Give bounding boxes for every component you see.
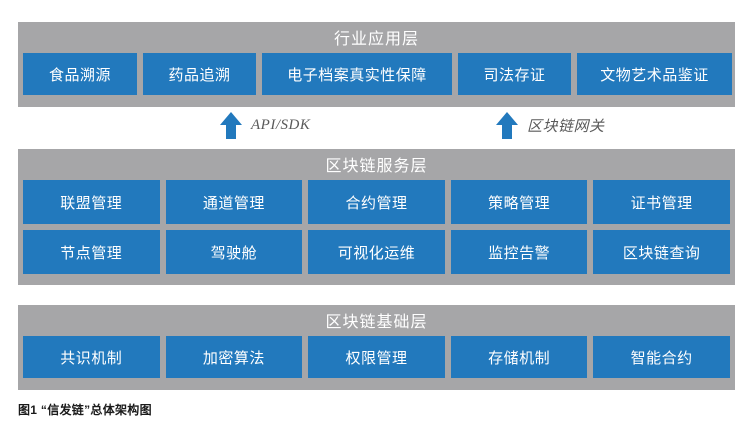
connector-gateway: 区块链网关 (496, 112, 605, 139)
app-cell-artwork-authentication[interactable]: 文物艺术品鉴证 (577, 53, 732, 95)
app-cell-judicial-deposit[interactable]: 司法存证 (458, 53, 571, 95)
layer-application-row: 食品溯源 药品追溯 电子档案真实性保障 司法存证 文物艺术品鉴证 (23, 53, 732, 95)
connector-api-sdk-label: API/SDK (251, 117, 311, 133)
layer-service: 区块链服务层 联盟管理 通道管理 合约管理 策略管理 证书管理 节点管理 驾驶舱… (18, 149, 735, 285)
service-cell-visual-ops[interactable]: 可视化运维 (308, 230, 445, 274)
base-cell-encryption-algorithm[interactable]: 加密算法 (165, 336, 303, 378)
layer-base: 区块链基础层 共识机制 加密算法 权限管理 存储机制 智能合约 (18, 305, 735, 390)
service-cell-blockchain-query[interactable]: 区块链查询 (593, 230, 730, 274)
base-cell-consensus-mechanism[interactable]: 共识机制 (23, 336, 160, 378)
connector-gateway-label: 区块链网关 (527, 118, 605, 135)
layer-base-row: 共识机制 加密算法 权限管理 存储机制 智能合约 (23, 336, 730, 378)
service-cell-certificate-management[interactable]: 证书管理 (593, 180, 730, 224)
service-cell-cockpit[interactable]: 驾驶舱 (165, 230, 303, 274)
app-cell-food-traceability[interactable]: 食品溯源 (23, 53, 137, 95)
service-cell-monitoring-alarm[interactable]: 监控告警 (450, 230, 588, 274)
layer-service-title: 区块链服务层 (325, 158, 428, 175)
connector-api-sdk: API/SDK (220, 112, 310, 139)
layer-service-row-2: 节点管理 驾驶舱 可视化运维 监控告警 区块链查询 (23, 230, 730, 274)
base-cell-smart-contract[interactable]: 智能合约 (593, 336, 730, 378)
arrow-up-icon (496, 112, 518, 139)
app-cell-drug-traceability[interactable]: 药品追溯 (143, 53, 256, 95)
connector-band: API/SDK 区块链网关 (18, 110, 735, 146)
service-cell-channel-management[interactable]: 通道管理 (165, 180, 303, 224)
service-cell-contract-management[interactable]: 合约管理 (308, 180, 445, 224)
layer-base-title: 区块链基础层 (325, 314, 428, 331)
service-cell-node-management[interactable]: 节点管理 (23, 230, 160, 274)
layer-service-row-1: 联盟管理 通道管理 合约管理 策略管理 证书管理 (23, 180, 730, 224)
service-cell-policy-management[interactable]: 策略管理 (450, 180, 588, 224)
base-cell-permission-management[interactable]: 权限管理 (308, 336, 445, 378)
figure-caption: 图1 “信发链”总体架构图 (18, 403, 152, 417)
app-cell-e-archive-authenticity[interactable]: 电子档案真实性保障 (262, 53, 452, 95)
layer-application: 行业应用层 食品溯源 药品追溯 电子档案真实性保障 司法存证 文物艺术品鉴证 (18, 22, 735, 107)
layer-application-title: 行业应用层 (333, 31, 419, 48)
base-cell-storage-mechanism[interactable]: 存储机制 (450, 336, 588, 378)
service-cell-alliance-management[interactable]: 联盟管理 (23, 180, 160, 224)
arrow-up-icon (220, 112, 242, 139)
